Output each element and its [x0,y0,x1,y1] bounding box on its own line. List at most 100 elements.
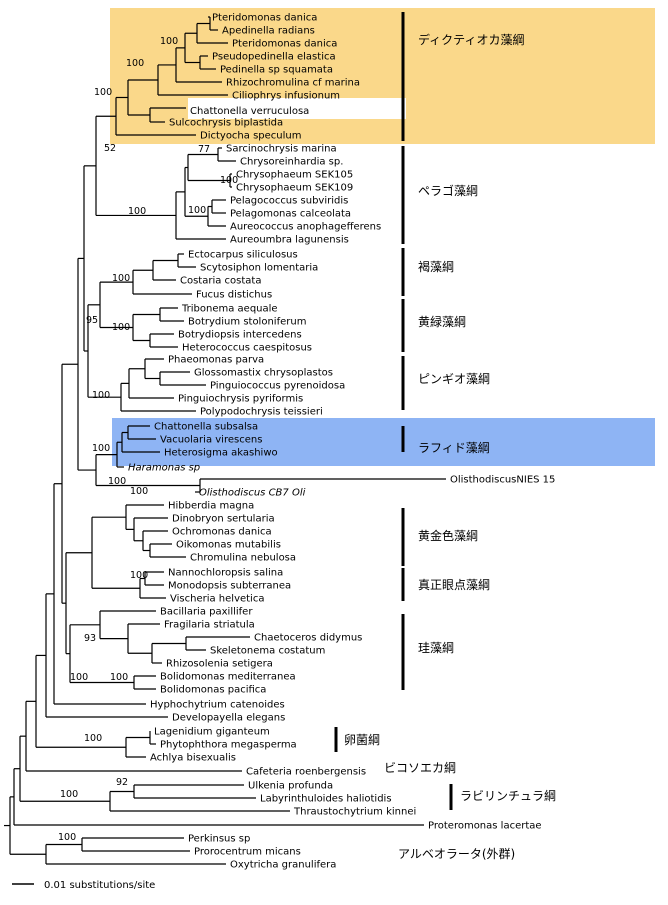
leaf-label: Glossomastix chrysoplastos [194,368,333,379]
leaf-label: Apedinella radians [222,26,315,37]
bootstrap-value: 77 [198,144,210,155]
leaf-label: Hibberdia magna [168,501,254,512]
leaf-label: Pteridomonas danica [212,13,317,24]
leaf-label: Dinobryon sertularia [172,514,275,525]
leaf-label: Chaetoceros didymus [254,633,362,644]
group-label: 卵菌綱 [344,733,380,747]
bootstrap-value: 100 [112,273,130,284]
group-label: 珪藻綱 [418,641,454,655]
group-label: 黄金色藻綱 [418,528,478,543]
leaf-label: Bolidomonas mediterranea [160,672,296,683]
leaf-label: Botrydiopsis intercedens [178,330,302,341]
leaf-label: Oxytricha granulifera [230,860,336,871]
bootstrap-value: 100 [94,87,112,98]
group-label: ピンギオ藻綱 [418,372,490,386]
leaf-label: Chattonella verruculosa [190,106,309,117]
leaf-label: Pelagococcus subviridis [230,196,348,207]
leaf-label: Fragilaria striatula [164,620,255,631]
leaf-label: Sarcinochrysis marina [226,144,337,155]
bootstrap-value: 92 [116,777,128,788]
leaf-label: Dictyocha speculum [200,131,301,142]
leaf-label: Oikomonas mutabilis [176,540,281,551]
scale-bar-label: 0.01 substitutions/site [44,880,155,891]
group-label: 褐藻綱 [418,259,454,274]
leaf-label: Chattonella subsalsa [154,422,258,433]
leaf-label: Olisthodiscus CB7 Oli [199,488,306,499]
bootstrap-value: 100 [220,175,238,186]
bootstrap-value: 100 [58,832,76,843]
leaf-label: Prorocentrum micans [194,847,301,858]
leaf-label: Fucus distichus [196,290,272,301]
leaf-label: OlisthodiscusNIES 15 [450,475,555,486]
leaf-label: Pinguiochrysis pyriformis [178,394,303,405]
group-label: ペラゴ藻綱 [418,183,478,198]
bootstrap-value: 93 [84,633,96,644]
bootstrap-value: 100 [112,322,130,333]
leaf-label: Pelagomonas calceolata [230,209,351,220]
leaf-label: Perkinsus sp [188,834,250,845]
leaf-label: Vischeria helvetica [170,594,264,605]
leaf-label: Chrysophaeum SEK105 [236,170,353,181]
leaf-label: Nannochloropsis salina [168,568,283,579]
leaf-label: Monodopsis subterranea [168,581,291,592]
leaf-label: Chrysoreinhardia sp. [240,157,343,168]
bootstrap-value: 100 [84,733,102,744]
leaf-label: Cafeteria roenbergensis [246,767,366,778]
leaf-label: Ochromonas danica [172,527,272,538]
leaf-label: Botrydium stoloniferum [188,317,306,328]
leaf-label: Costaria costata [180,276,261,287]
raphidophyceae-highlight [112,418,655,466]
leaf-label: Hyphochytrium catenoides [150,700,285,711]
bootstrap-value: 100 [92,443,110,454]
leaf-label: Lagenidium giganteum [154,727,270,738]
leaf-label: Scytosiphon lomentaria [200,263,318,274]
bootstrap-value: 100 [130,486,148,497]
leaf-label: Sulcochrysis biplastida [169,118,283,129]
leaf-label: Tribonema aequale [181,304,278,315]
leaf-label: Polypodochrysis teissieri [200,407,323,418]
group-label: ラビリンチュラ綱 [460,789,556,803]
group-label: ビコソエカ綱 [384,761,456,775]
bootstrap-value: 100 [188,205,206,216]
leaf-label: Pteridomonas danica [232,39,337,50]
leaf-label: Developayella elegans [172,713,285,724]
bootstrap-value: 95 [86,315,98,326]
leaf-label: Chromulina nebulosa [190,553,296,564]
leaf-label: Bolidomonas pacifica [160,685,266,696]
leaf-label: Pinguiococcus pyrenoidosa [210,381,345,392]
dictyochophyceae-highlight [110,8,655,144]
leaf-label: Ciliophrys infusionum [232,91,340,102]
leaf-label: Skeletonema costatum [210,646,325,657]
leaf-label: Aureoumbra lagunensis [230,235,349,246]
leaf-label: Heterococcus caespitosus [182,343,312,354]
leaf-label: Phaeomonas parva [168,355,264,366]
bootstrap-value: 100 [130,570,148,581]
group-label: 黄緑藻綱 [418,314,466,329]
group-label: ディクティオカ藻綱 [418,32,524,47]
group-label: 真正眼点藻綱 [418,578,490,592]
leaf-label: Aureococcus anophagefferens [230,222,381,233]
bootstrap-value: 100 [92,390,110,401]
leaf-label: Rhizosolenia setigera [166,659,273,670]
bootstrap-value: 100 [128,206,146,217]
bootstrap-value: 52 [104,143,116,154]
bootstrap-value: 100 [160,36,178,47]
group-label: ラフィド藻綱 [418,441,490,455]
leaf-label: Chrysophaeum SEK109 [236,183,353,194]
leaf-label: Bacillaria paxillifer [160,607,253,618]
leaf-label: Phytophthora megasperma [160,740,297,751]
bootstrap-value: 100 [110,672,128,683]
leaf-label: Labyrinthuloides haliotidis [260,794,392,805]
bootstrap-value: 100 [70,672,88,683]
leaf-label: Rhizochromulina cf marina [226,78,360,89]
group-label: アルベオラータ(外群) [398,847,515,861]
leaf-label: Heterosigma akashiwo [164,448,278,459]
leaf-label: Pedinella sp squamata [220,65,333,76]
leaf-label: Ulkenia profunda [248,781,333,792]
leaf-label: Haramonas sp [128,463,200,474]
leaf-label: Vacuolaria virescens [160,435,262,446]
bootstrap-value: 100 [60,789,78,800]
leaf-label: Pseudopedinella elastica [212,52,336,63]
leaf-label: Ectocarpus siliculosus [188,250,298,261]
